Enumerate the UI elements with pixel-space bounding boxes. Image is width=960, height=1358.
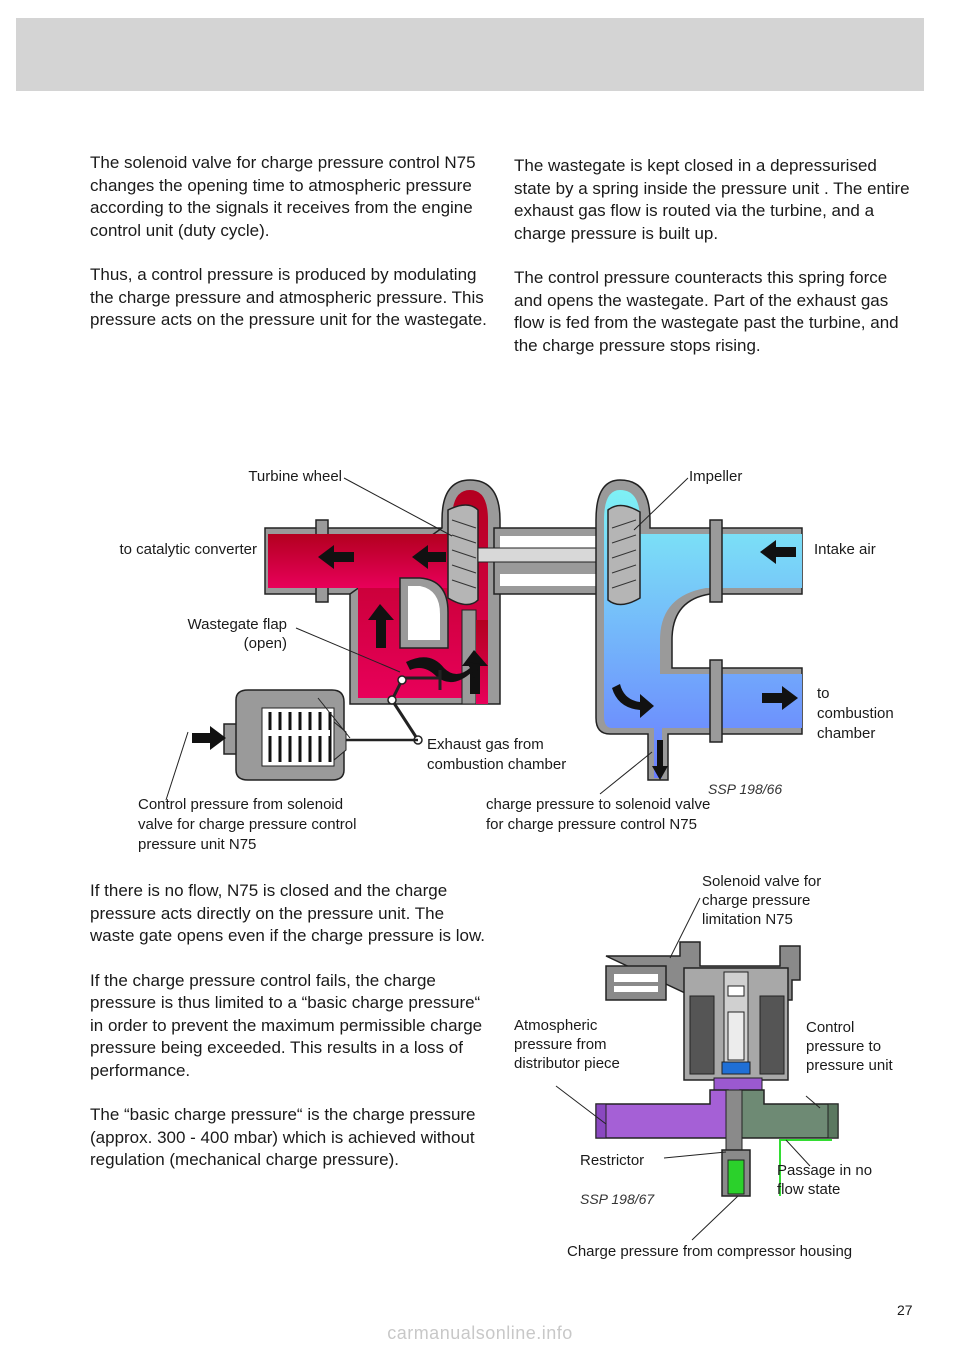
arrow-right-icon [192, 726, 226, 750]
label-exhaust: Exhaust gas from [427, 736, 544, 753]
turbocharger-diagram: Turbine wheel Impeller to catalytic conv… [119, 468, 893, 853]
label-control-pressure: valve for charge pressure control [138, 816, 356, 833]
turbine-wheel [447, 504, 479, 606]
flow-arrows [318, 540, 798, 780]
label-to-combustion: chamber [817, 725, 875, 742]
label-intake-air: Intake air [814, 541, 876, 558]
label-control-pressure: pressure to [806, 1038, 881, 1055]
paragraph: If there is no flow, N75 is closed and t… [90, 881, 486, 945]
ssp-ref: SSP 198/67 [580, 1191, 655, 1207]
label-passage: Passage in no [777, 1162, 872, 1179]
page-number: 27 [897, 1302, 913, 1318]
label-wastegate-flap: Wastegate flap [188, 616, 288, 633]
arrow-left-icon [412, 545, 446, 569]
label-passage: flow state [777, 1181, 840, 1198]
label-exhaust: combustion chamber [427, 756, 566, 773]
intro-right-text: The wastegate is kept closed in a depres… [514, 155, 914, 379]
label-to-combustion: to [817, 685, 830, 702]
arrow-left-icon [760, 540, 796, 564]
label-to-catalytic: to catalytic converter [119, 541, 257, 558]
paragraph: If the charge pressure control fails, th… [90, 970, 483, 1080]
label-charge-pressure: for charge pressure control N75 [486, 816, 697, 833]
label-atmospheric: pressure from [514, 1036, 607, 1053]
paragraph: The control pressure counteracts this sp… [514, 268, 899, 355]
leader-lines [165, 477, 689, 801]
label-control-pressure: Control pressure from solenoid [138, 796, 343, 813]
bottom-left-text: If there is no flow, N75 is closed and t… [90, 880, 490, 1194]
label-charge-from-compressor: Charge pressure from compressor housing [567, 1243, 852, 1260]
label-turbine-wheel: Turbine wheel [248, 468, 342, 485]
label-solenoid: charge pressure [702, 892, 810, 909]
arrow-right-icon [762, 686, 798, 710]
label-to-combustion: combustion [817, 705, 894, 722]
label-control-pressure: pressure unit [806, 1057, 894, 1074]
label-control-pressure: Control [806, 1019, 854, 1036]
watermark: carmanualsonline.info [387, 1323, 573, 1343]
impeller [607, 504, 641, 606]
valve-passages [595, 1089, 839, 1197]
valve-leader-lines [555, 897, 821, 1241]
label-restrictor: Restrictor [580, 1152, 644, 1169]
arrow-down-icon [652, 740, 668, 780]
paragraph: The wastegate is kept closed in a depres… [514, 156, 910, 243]
arrow-up-icon [368, 604, 394, 648]
label-impeller: Impeller [689, 468, 742, 485]
turbo-shaft [477, 527, 609, 595]
solenoid-valve-diagram: Solenoid valve for charge pressure limit… [514, 873, 894, 1260]
arrow-curve-icon [612, 684, 654, 718]
label-wastegate-open: (open) [244, 635, 287, 652]
turbo-labels: Turbine wheel Impeller to catalytic conv… [119, 468, 893, 853]
ssp-ref: SSP 198/66 [708, 781, 782, 797]
valve-labels: Solenoid valve for charge pressure limit… [514, 873, 894, 1260]
label-charge-pressure: charge pressure to solenoid valve [486, 796, 710, 813]
header-bar [16, 18, 924, 91]
label-solenoid: limitation N75 [702, 911, 793, 928]
valve-body [605, 941, 801, 1091]
pressure-unit [192, 689, 347, 781]
label-control-pressure: pressure unit N75 [138, 836, 256, 853]
arrow-left-icon [318, 545, 354, 569]
label-solenoid: Solenoid valve for [702, 873, 821, 890]
paragraph: The solenoid valve for charge pressure c… [90, 153, 476, 240]
intro-left-text: The solenoid valve for charge pressure c… [90, 152, 490, 354]
paragraph: Thus, a control pressure is produced by … [90, 265, 487, 329]
label-atmospheric: Atmospheric [514, 1017, 598, 1034]
spring-icon [268, 712, 332, 762]
paragraph: The “basic charge pressure“ is the charg… [90, 1105, 476, 1169]
label-atmospheric: distributor piece [514, 1055, 620, 1072]
wastegate-flow-icon [406, 657, 480, 683]
